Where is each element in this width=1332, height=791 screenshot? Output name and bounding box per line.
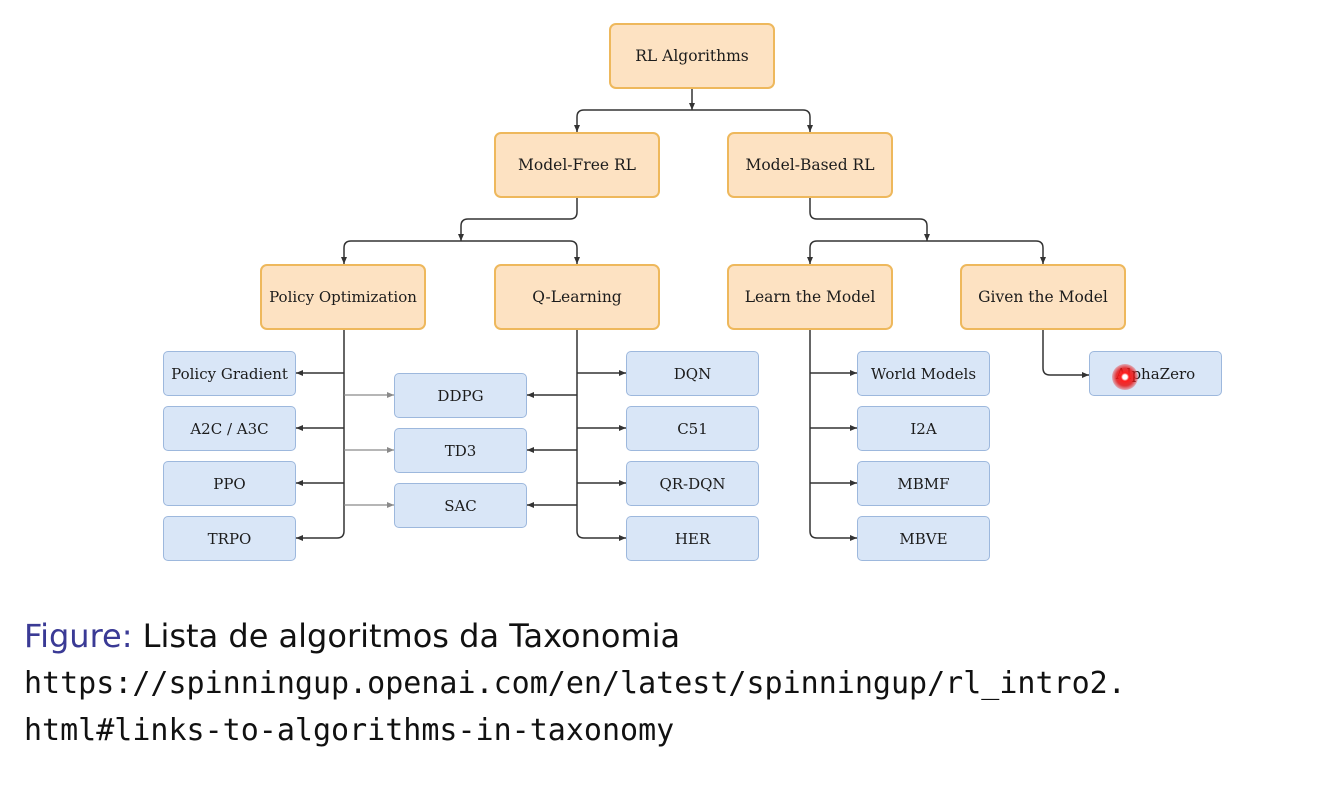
trunk-policy-optimization — [296, 330, 345, 541]
caption-line: Figure: Lista de algoritmos da Taxonomia — [24, 612, 1314, 660]
edge-model-free-to-q-learning — [461, 240, 580, 264]
edge-model-based-to-learn-model — [807, 240, 927, 264]
node-world-models: World Models — [857, 351, 990, 396]
caption-url-line-1[interactable]: https://spinningup.openai.com/en/latest/… — [24, 666, 1126, 701]
node-policy-optimization: Policy Optimization — [260, 264, 426, 330]
trunk-learn-model — [809, 330, 857, 541]
node-policy-gradient: Policy Gradient — [163, 351, 296, 396]
edge-model-free-to-policy-opt — [341, 240, 461, 264]
trunk-q-learning — [576, 330, 626, 541]
node-alphazero: AlphaZero — [1089, 351, 1222, 396]
node-rl-algorithms: RL Algorithms — [609, 23, 775, 89]
edge-root-to-model-free — [574, 109, 692, 132]
node-given-the-model: Given the Model — [960, 264, 1126, 330]
node-sac: SAC — [394, 483, 527, 528]
edge-model-based-to-given-model — [927, 240, 1046, 264]
node-mbmf: MBMF — [857, 461, 990, 506]
node-i2a: I2A — [857, 406, 990, 451]
edge-model-free-down — [458, 198, 578, 241]
edge-to-alphazero — [1042, 330, 1089, 378]
node-c51: C51 — [626, 406, 759, 451]
node-model-based-rl: Model-Based RL — [727, 132, 893, 198]
caption-prefix: Figure: — [24, 617, 133, 655]
node-td3: TD3 — [394, 428, 527, 473]
node-q-learning: Q-Learning — [494, 264, 660, 330]
node-model-free-rl: Model-Free RL — [494, 132, 660, 198]
edge-model-based-down — [809, 198, 930, 241]
node-dqn: DQN — [626, 351, 759, 396]
edge-root-to-model-based — [692, 109, 813, 132]
node-learn-the-model: Learn the Model — [727, 264, 893, 330]
node-mbve: MBVE — [857, 516, 990, 561]
node-her: HER — [626, 516, 759, 561]
caption-url-line-2[interactable]: html#links-to-algorithms-in-taxonomy — [24, 713, 675, 748]
node-qr-dqn: QR-DQN — [626, 461, 759, 506]
diagram-connectors — [296, 89, 1089, 541]
node-a2c-a3c: A2C / A3C — [163, 406, 296, 451]
node-trpo: TRPO — [163, 516, 296, 561]
figure-caption: Figure: Lista de algoritmos da Taxonomia… — [24, 612, 1314, 754]
rl-taxonomy-diagram: RL Algorithms Model-Free RL Model-Based … — [163, 23, 1222, 561]
node-ddpg: DDPG — [394, 373, 527, 418]
caption-text: Lista de algoritmos da Taxonomia — [142, 617, 681, 655]
node-ppo: PPO — [163, 461, 296, 506]
